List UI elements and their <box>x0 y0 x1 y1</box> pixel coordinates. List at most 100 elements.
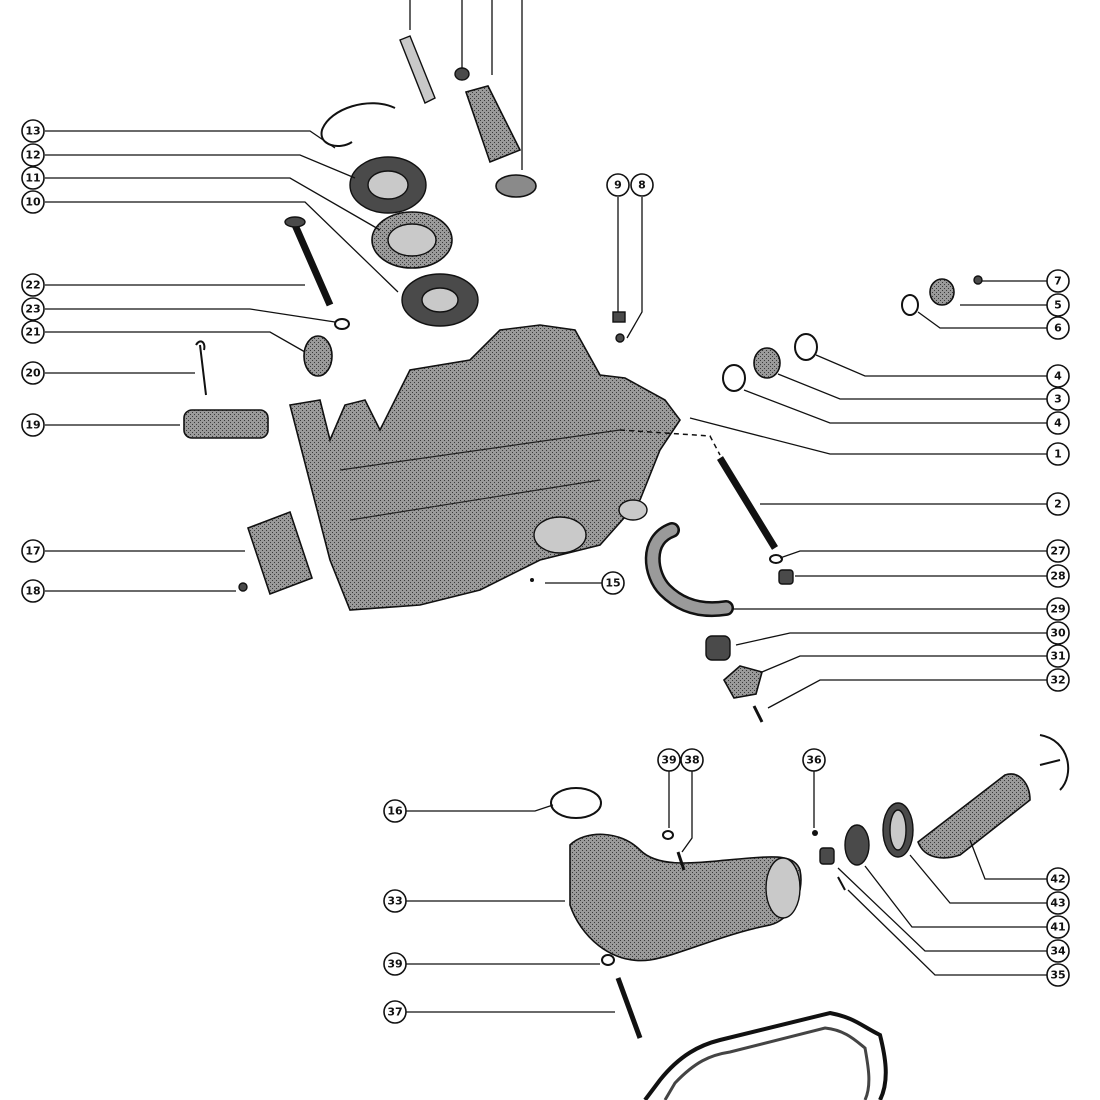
sleeve-part <box>183 409 269 439</box>
svg-text:6: 6 <box>1054 322 1062 335</box>
callout-4-upper: 4 <box>1046 364 1070 388</box>
screw-part <box>238 582 248 592</box>
svg-text:42: 42 <box>1050 873 1065 886</box>
svg-text:31: 31 <box>1050 650 1065 663</box>
callout-38: 38 <box>680 748 704 772</box>
svg-text:12: 12 <box>25 149 40 162</box>
svg-text:27: 27 <box>1050 545 1065 558</box>
callout-23: 23 <box>21 297 45 321</box>
svg-text:35: 35 <box>1050 969 1065 982</box>
svg-text:18: 18 <box>25 585 40 598</box>
svg-text:39: 39 <box>387 958 402 971</box>
svg-text:15: 15 <box>605 577 620 590</box>
bushing-4b-part <box>722 364 746 392</box>
callout-3: 3 <box>1046 387 1070 411</box>
callout-43: 43 <box>1046 891 1070 915</box>
ring-6-part <box>901 294 919 316</box>
callout-28: 28 <box>1046 564 1070 588</box>
callout-6: 6 <box>1046 316 1070 340</box>
nut-part <box>612 311 626 323</box>
callout-30: 30 <box>1046 621 1070 645</box>
callout-20: 20 <box>21 361 45 385</box>
bushing-5-part <box>929 278 955 306</box>
svg-text:13: 13 <box>25 125 40 138</box>
svg-text:17: 17 <box>25 545 40 558</box>
svg-text:34: 34 <box>1050 945 1066 958</box>
callout-36: 36 <box>802 748 826 772</box>
svg-text:22: 22 <box>25 279 40 292</box>
callout-7: 7 <box>1046 269 1070 293</box>
svg-text:39: 39 <box>661 754 676 767</box>
callout-1: 1 <box>1046 442 1070 466</box>
callout-33: 33 <box>383 889 407 913</box>
callout-22: 22 <box>21 273 45 297</box>
exhaust-elbow-part <box>569 833 802 962</box>
callout-12: 12 <box>21 143 45 167</box>
callout-32: 32 <box>1046 668 1070 692</box>
svg-text:20: 20 <box>25 367 41 380</box>
svg-text:3: 3 <box>1054 393 1062 406</box>
callout-17: 17 <box>21 539 45 563</box>
small-nut-part <box>454 67 470 81</box>
svg-text:43: 43 <box>1050 897 1065 910</box>
callout-34: 34 <box>1046 939 1070 963</box>
retaining-ring-part <box>320 102 396 147</box>
svg-text:16: 16 <box>387 805 403 818</box>
svg-text:7: 7 <box>1054 275 1062 288</box>
bottom-gasket-part <box>643 1010 888 1100</box>
svg-text:9: 9 <box>614 179 622 192</box>
callout-11: 11 <box>21 166 45 190</box>
bell-housing-part <box>289 324 681 611</box>
svg-text:28: 28 <box>1050 570 1065 583</box>
callout-41: 41 <box>1046 915 1070 939</box>
flapper-valve-part <box>844 824 870 866</box>
callout-39-upper: 39 <box>657 748 681 772</box>
callout-bubbles: 13 12 11 10 22 23 21 20 19 17 18 9 8 7 5… <box>21 119 1070 1024</box>
svg-text:23: 23 <box>25 303 40 316</box>
washer-part <box>334 318 350 330</box>
svg-text:33: 33 <box>387 895 402 908</box>
gasket-part <box>303 335 333 377</box>
callout-8: 8 <box>630 173 654 197</box>
callout-31: 31 <box>1046 644 1070 668</box>
svg-text:11: 11 <box>25 172 40 185</box>
bellows-part <box>917 773 1031 859</box>
plate-part <box>246 510 314 596</box>
ball-7-part <box>973 275 983 285</box>
svg-text:29: 29 <box>1050 603 1065 616</box>
shaft-part <box>717 456 778 550</box>
svg-text:41: 41 <box>1050 921 1065 934</box>
svg-text:1: 1 <box>1054 448 1062 461</box>
svg-text:32: 32 <box>1050 674 1065 687</box>
seal-strip-part <box>399 35 436 104</box>
callout-27: 27 <box>1046 539 1070 563</box>
svg-text:19: 19 <box>25 419 40 432</box>
svg-text:36: 36 <box>806 754 822 767</box>
callout-35: 35 <box>1046 963 1070 987</box>
svg-text:5: 5 <box>1054 299 1062 312</box>
svg-text:2: 2 <box>1054 498 1062 511</box>
callout-2: 2 <box>1046 492 1070 516</box>
svg-text:21: 21 <box>25 326 40 339</box>
callout-42: 42 <box>1046 867 1070 891</box>
boot-clamp-part <box>495 174 537 198</box>
svg-text:8: 8 <box>638 179 646 192</box>
callout-39-lower: 39 <box>383 952 407 976</box>
callout-29: 29 <box>1046 597 1070 621</box>
cap-part <box>705 635 731 661</box>
callout-18: 18 <box>21 579 45 603</box>
cover-plate-part <box>722 665 763 699</box>
leader-lines <box>45 130 1058 1013</box>
long-bolt-part <box>291 223 334 307</box>
callout-19: 19 <box>21 413 45 437</box>
svg-text:38: 38 <box>684 754 699 767</box>
callout-4-lower: 4 <box>1046 411 1070 435</box>
callout-21: 21 <box>21 320 45 344</box>
svg-text:4: 4 <box>1054 370 1062 383</box>
callout-9: 9 <box>606 173 630 197</box>
svg-text:10: 10 <box>25 196 41 209</box>
shift-boot-part <box>464 85 522 164</box>
callout-15: 15 <box>601 571 625 595</box>
parts-illustration <box>183 0 1070 1100</box>
